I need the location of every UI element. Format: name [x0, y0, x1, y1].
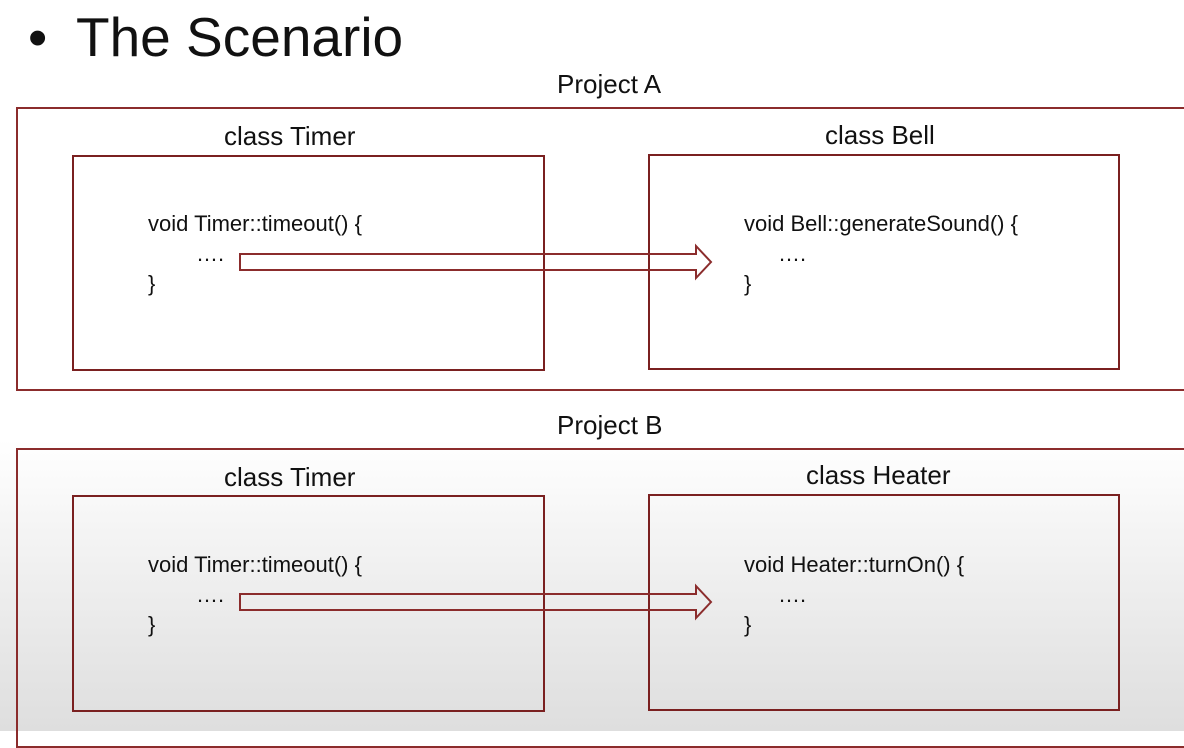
- slide-title: • The Scenario: [28, 2, 403, 72]
- code-line: ….: [196, 582, 225, 607]
- project-a-source-class-box: [72, 155, 545, 371]
- project-b-source-code: void Timer::timeout() { …. }: [148, 550, 362, 640]
- project-b-source-class-label: class Timer: [224, 462, 356, 492]
- code-line: ….: [778, 582, 807, 607]
- project-a-box: [16, 107, 1184, 391]
- code-line: }: [744, 271, 752, 296]
- project-b-source-class-box: [72, 495, 545, 712]
- project-a-target-class-box: [648, 154, 1120, 370]
- code-line: ….: [778, 241, 807, 266]
- project-b-label: Project B: [557, 410, 663, 440]
- code-line: void Bell::generateSound() {: [744, 211, 1018, 236]
- project-b-call-arrow: [239, 583, 713, 621]
- project-a-target-code: void Bell::generateSound() { …. }: [744, 209, 1018, 299]
- project-b-target-class-box: [648, 494, 1120, 711]
- project-a-label: Project A: [557, 69, 662, 99]
- project-b-target-code: void Heater::turnOn() { …. }: [744, 550, 964, 640]
- code-line: }: [744, 612, 752, 637]
- project-a-target-class-label: class Bell: [825, 120, 935, 150]
- project-a-source-class-label: class Timer: [224, 121, 356, 151]
- code-line: ….: [196, 241, 225, 266]
- project-b-target-class-label: class Heater: [806, 460, 951, 490]
- code-line: }: [148, 612, 156, 637]
- slide-title-text: The Scenario: [76, 6, 404, 68]
- code-line: }: [148, 271, 156, 296]
- project-a-source-code: void Timer::timeout() { …. }: [148, 209, 362, 299]
- bullet-icon: •: [28, 6, 48, 68]
- code-line: void Heater::turnOn() {: [744, 552, 965, 577]
- project-a-call-arrow: [239, 243, 713, 281]
- code-line: void Timer::timeout() {: [148, 211, 362, 236]
- code-line: void Timer::timeout() {: [148, 552, 362, 577]
